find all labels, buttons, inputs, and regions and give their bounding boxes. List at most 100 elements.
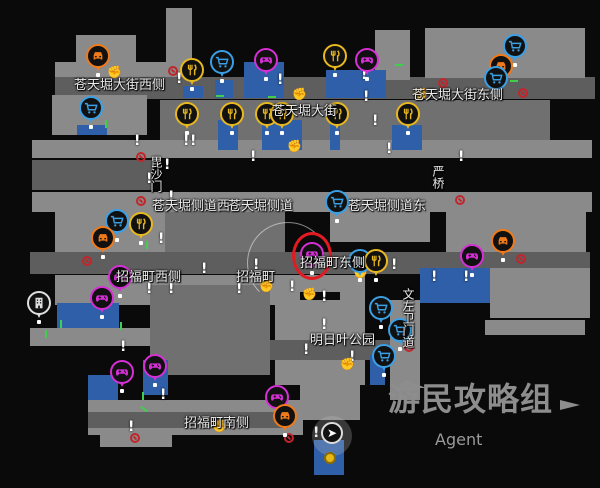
- poi-pin-arcade[interactable]: [355, 48, 379, 81]
- quest-marker-icon[interactable]: !: [164, 157, 171, 173]
- fork-knife-icon: [401, 107, 415, 121]
- player-arrow-icon[interactable]: ➤: [321, 422, 343, 444]
- watermark-arrow-icon: [560, 400, 580, 410]
- poi-pin-arcade[interactable]: [108, 265, 132, 298]
- poi-pin-hotel[interactable]: [27, 291, 51, 324]
- no-entry-icon: [82, 256, 92, 266]
- car-icon: [278, 409, 292, 423]
- quest-marker-icon[interactable]: !: [168, 281, 175, 297]
- poi-pin-shop[interactable]: [388, 318, 412, 351]
- quest-marker-icon[interactable]: !: [391, 257, 398, 273]
- pin-head: [108, 265, 132, 289]
- poi-pin-arcade[interactable]: [143, 354, 167, 387]
- quest-marker-icon[interactable]: !: [183, 133, 190, 149]
- poi-pin-food[interactable]: [364, 249, 388, 282]
- poi-pin-food[interactable]: [323, 44, 347, 77]
- quest-marker-icon[interactable]: !: [176, 71, 183, 87]
- poi-pin-food[interactable]: [180, 58, 204, 91]
- quest-marker-icon[interactable]: !: [431, 269, 438, 285]
- pin-dot: [406, 131, 410, 135]
- interior-zone: [392, 125, 422, 150]
- fork-knife-icon: [134, 217, 148, 231]
- fork-knife-icon: [185, 63, 199, 77]
- fight-icon[interactable]: ✊: [107, 65, 122, 79]
- quest-marker-icon[interactable]: !: [363, 89, 370, 105]
- quest-marker-icon[interactable]: !: [321, 289, 328, 305]
- quest-marker-icon[interactable]: !: [160, 387, 167, 403]
- quest-marker-icon[interactable]: !: [190, 133, 197, 149]
- fight-icon[interactable]: ✊: [287, 139, 302, 153]
- interior-zone: [77, 125, 107, 135]
- pin-head: [27, 291, 51, 315]
- quest-marker-icon[interactable]: !: [120, 339, 127, 355]
- poi-pin-taxi[interactable]: [273, 404, 297, 437]
- quest-marker-icon[interactable]: !: [134, 133, 141, 149]
- quest-marker-icon[interactable]: !: [349, 349, 356, 365]
- quest-marker-icon[interactable]: !: [386, 141, 393, 157]
- gamepad-icon: [259, 53, 273, 67]
- watermark-subtitle: Agent: [435, 430, 483, 449]
- pin-head: [355, 48, 379, 72]
- poi-pin-arcade[interactable]: [110, 360, 134, 393]
- coin-icon[interactable]: [324, 452, 336, 464]
- quest-marker-icon[interactable]: !: [458, 149, 465, 165]
- pin-dot: [335, 131, 339, 135]
- quest-marker-icon[interactable]: !: [463, 269, 470, 285]
- quest-marker-icon[interactable]: !: [158, 231, 165, 247]
- poi-pin-taxi[interactable]: [86, 44, 110, 77]
- fight-icon[interactable]: ✊: [413, 87, 428, 101]
- pin-dot: [115, 238, 119, 242]
- poi-pin-shop[interactable]: [210, 50, 234, 83]
- poi-pin-arcade[interactable]: [254, 48, 278, 81]
- poi-pin-shop[interactable]: [79, 96, 103, 129]
- quest-marker-icon[interactable]: !: [361, 67, 368, 83]
- quest-marker-icon[interactable]: !: [201, 261, 208, 277]
- quest-marker-icon[interactable]: !: [313, 425, 320, 441]
- fight-icon[interactable]: ✊: [292, 87, 307, 101]
- poi-pin-taxi[interactable]: [91, 226, 115, 259]
- poi-pin-arcade[interactable]: [300, 242, 324, 275]
- poi-pin-arcade[interactable]: [90, 286, 114, 319]
- car-icon: [91, 49, 105, 63]
- poi-pin-shop[interactable]: [503, 34, 527, 67]
- cart-icon: [84, 101, 98, 115]
- poi-pin-arcade[interactable]: [460, 244, 484, 277]
- street-label-side-east: 苍天堀侧道东: [348, 199, 427, 214]
- poi-pin-food[interactable]: [270, 102, 294, 135]
- door-marker: [142, 392, 144, 400]
- gamepad-icon: [465, 249, 479, 263]
- poi-pin-taxi[interactable]: [491, 229, 515, 262]
- cart-icon: [110, 214, 124, 228]
- quest-marker-icon[interactable]: !: [321, 317, 328, 333]
- quest-marker-icon[interactable]: !: [303, 342, 310, 358]
- quest-marker-icon[interactable]: !: [277, 72, 284, 88]
- poi-pin-food[interactable]: [325, 102, 349, 135]
- poi-pin-food[interactable]: [220, 102, 244, 135]
- quest-marker-icon[interactable]: !: [146, 281, 153, 297]
- poi-pin-shop[interactable]: [372, 344, 396, 377]
- poi-pin-shop[interactable]: [369, 296, 393, 329]
- poi-pin-food[interactable]: [396, 102, 420, 135]
- quest-marker-icon[interactable]: !: [236, 281, 243, 297]
- cart-icon: [374, 301, 388, 315]
- pin-head: [300, 242, 324, 266]
- poi-pin-shop[interactable]: [325, 190, 349, 223]
- pin-head: [175, 102, 199, 126]
- street-label-bridge: 严桥: [431, 165, 445, 189]
- quest-marker-icon[interactable]: !: [146, 171, 153, 187]
- quest-marker-icon[interactable]: !: [372, 113, 379, 129]
- pin-dot: [358, 278, 362, 282]
- poi-pin-shop[interactable]: [484, 66, 508, 99]
- fight-icon[interactable]: ✊: [340, 357, 355, 371]
- no-entry-icon: [455, 195, 465, 205]
- street-label-asuba-park: 明日叶公园: [310, 333, 376, 348]
- quest-marker-icon[interactable]: !: [250, 149, 257, 165]
- poi-pin-food[interactable]: [129, 212, 153, 245]
- poi-pin-food[interactable]: [175, 102, 199, 135]
- quest-marker-icon[interactable]: !: [128, 419, 135, 435]
- fork-knife-icon: [369, 254, 383, 268]
- fight-icon[interactable]: ✊: [212, 419, 227, 433]
- quest-marker-icon[interactable]: !: [168, 189, 175, 205]
- fork-knife-icon: [330, 107, 344, 121]
